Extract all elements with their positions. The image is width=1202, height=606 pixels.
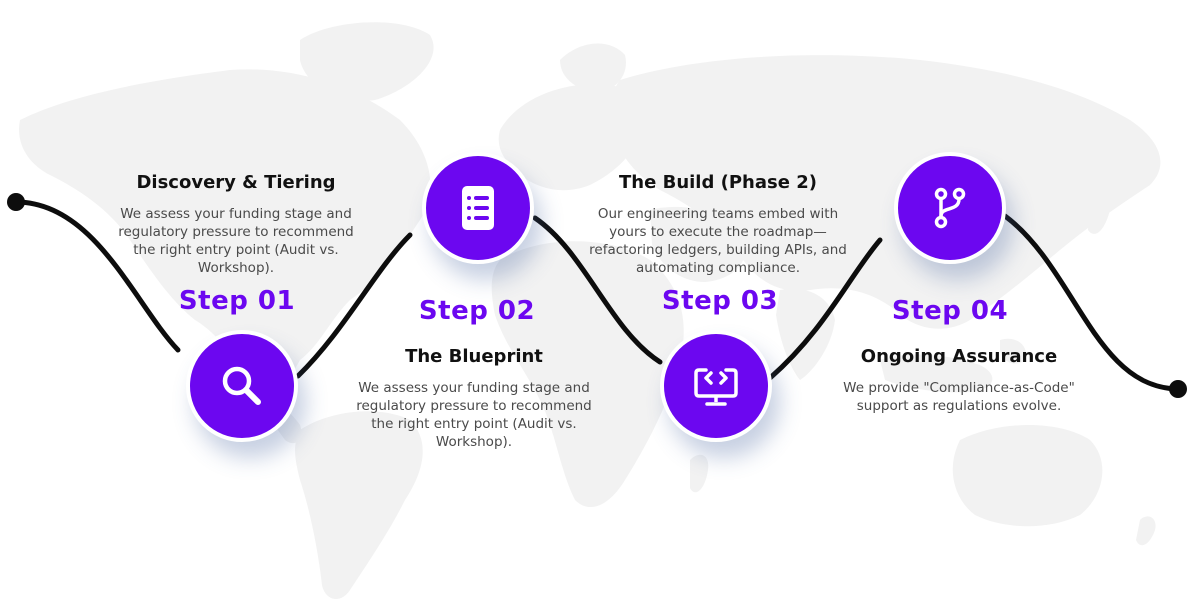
git-branch-icon	[934, 187, 966, 229]
document-list-icon	[462, 186, 494, 230]
step-01-title: Discovery & Tiering	[136, 172, 336, 193]
search-icon	[222, 366, 261, 405]
step-04-title: Ongoing Assurance	[860, 346, 1058, 367]
step-03-description: Our engineering teams embed with yours t…	[589, 206, 847, 276]
step-03-badge	[660, 330, 772, 442]
step-02-title: The Blueprint	[405, 346, 543, 367]
step-02-label: Step 02	[418, 296, 536, 326]
step-02-description: We assess your funding stage and regulat…	[356, 380, 592, 450]
step-01-description: We assess your funding stage and regulat…	[118, 206, 354, 276]
start-dot	[7, 193, 25, 211]
step-04-label: Step 04	[891, 296, 1009, 326]
step-01-badge	[186, 330, 298, 442]
step-03-label: Step 03	[661, 286, 779, 316]
monitor-code-icon	[694, 368, 738, 406]
step-03-title: The Build (Phase 2)	[619, 172, 817, 193]
step-04-description: We provide "Compliance-as-Code" support …	[843, 380, 1075, 414]
step-02-badge	[422, 152, 534, 264]
step-04-badge	[894, 152, 1006, 264]
step-01-label: Step 01	[178, 286, 296, 316]
end-dot	[1169, 380, 1187, 398]
